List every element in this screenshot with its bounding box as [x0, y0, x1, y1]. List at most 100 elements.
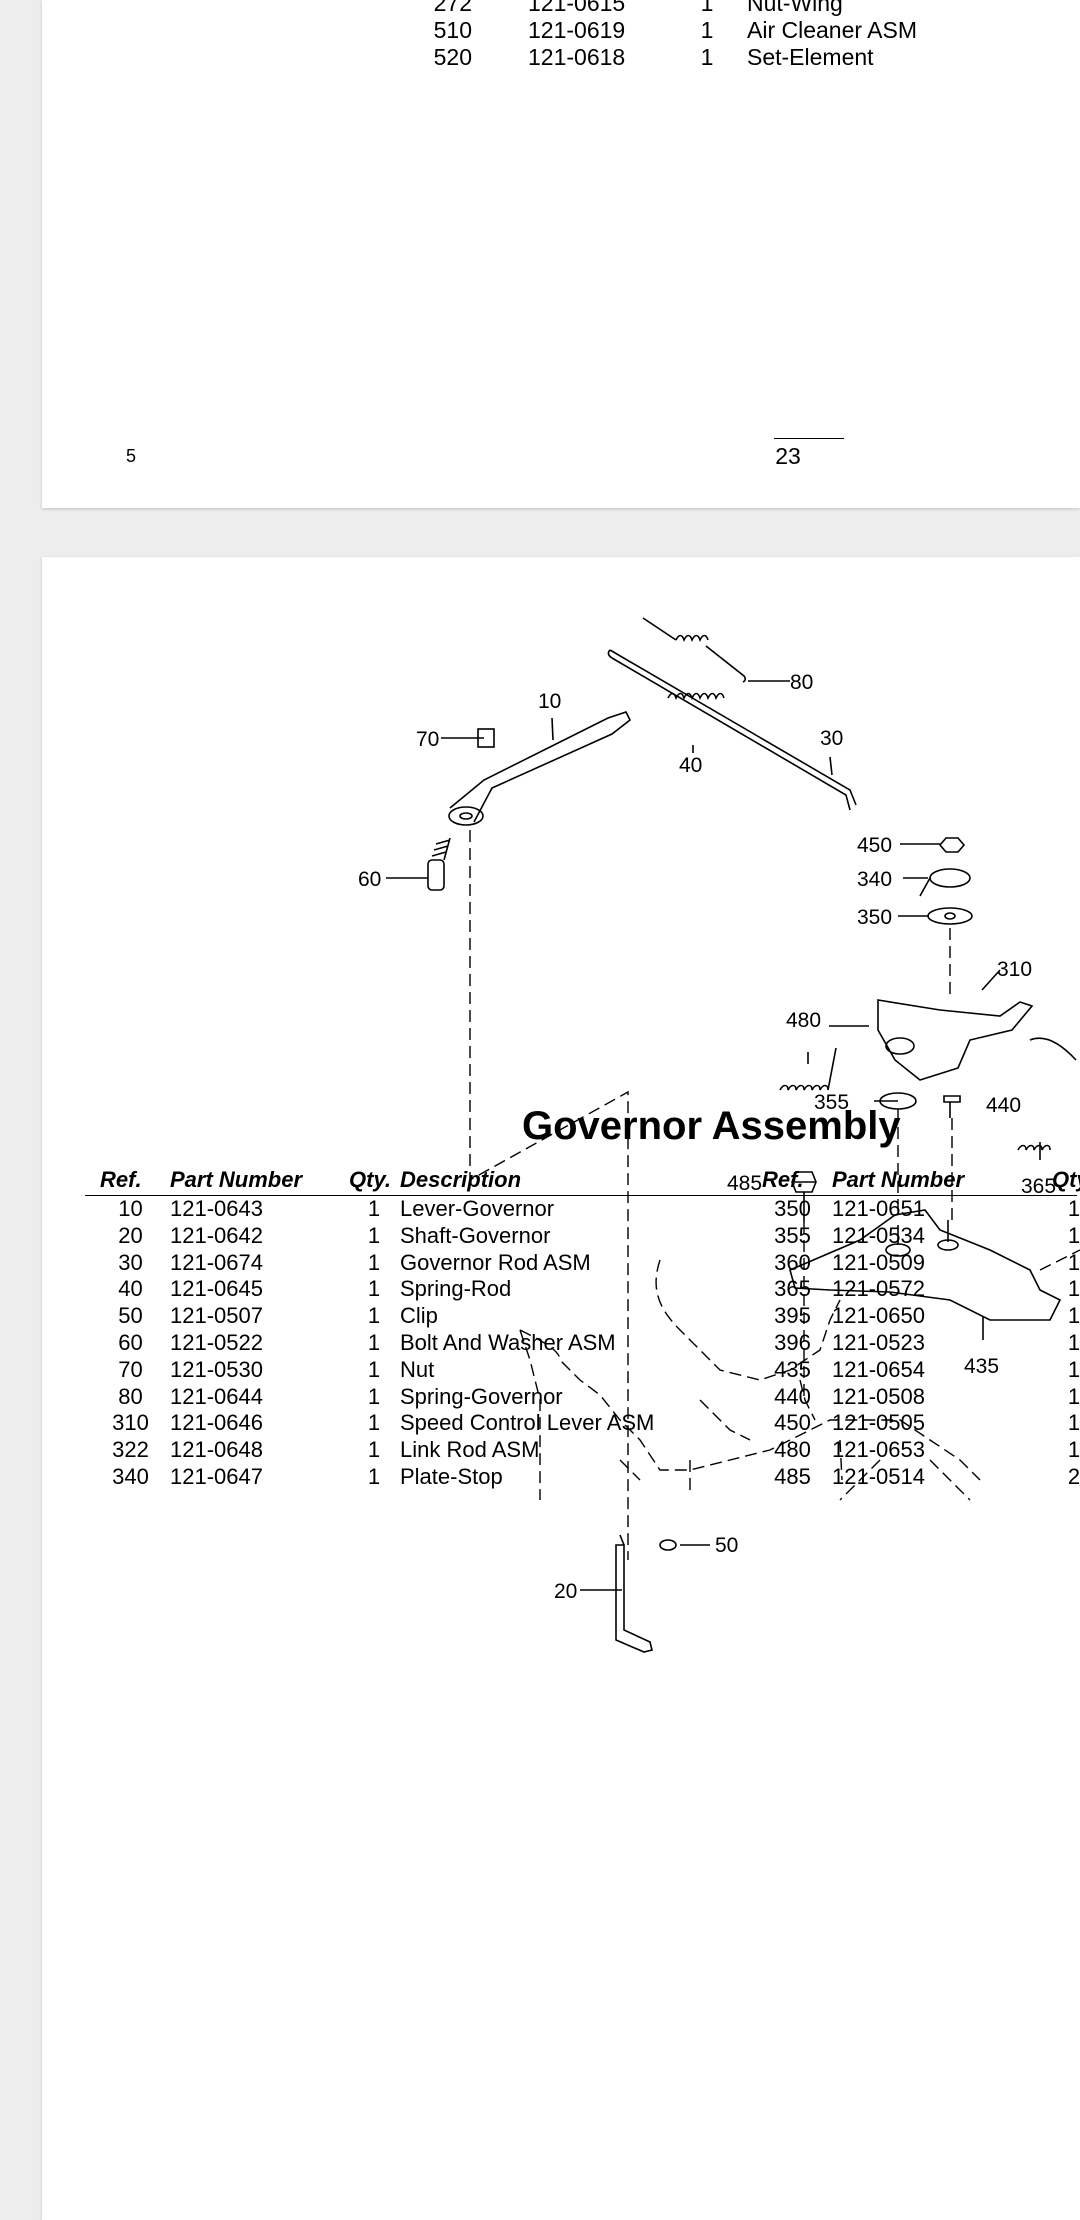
part-number-cell: 121-0618: [528, 44, 626, 70]
qty-cell: 1: [1067, 1410, 1080, 1436]
callout-485: 485: [727, 1172, 762, 1195]
ref-cell: 396: [774, 1329, 811, 1355]
spring-governor-part: [642, 617, 747, 683]
ref-cell: 310: [112, 1410, 149, 1436]
part-number-cell: 121-0505: [832, 1410, 925, 1436]
ref-cell: 322: [112, 1437, 149, 1463]
part-number-cell: 121-0619: [528, 17, 626, 43]
bracket-435-part: [789, 1209, 1062, 1321]
callout-30: 30: [820, 727, 843, 750]
section-title: Governor Assembly: [522, 1104, 901, 1148]
header-qty: Qty: [1052, 1167, 1080, 1192]
parts-table-right: Ref. Part Number Qty 350121-06511355121-…: [747, 1165, 1080, 1491]
header-qty: Qty.: [349, 1167, 391, 1192]
qty-cell: 1: [700, 0, 714, 16]
ref-cell: 70: [118, 1356, 143, 1382]
qty-cell: 1: [1067, 1196, 1080, 1221]
qty-cell: 1: [1067, 1329, 1080, 1355]
qty-cell: 1: [1067, 1437, 1080, 1463]
qty-cell: 1: [1067, 1356, 1080, 1382]
qty-cell: 1: [367, 1303, 381, 1329]
description-cell: Shaft-Governor: [400, 1222, 551, 1248]
engine-outline: [469, 830, 1080, 1560]
ref-cell: 50: [118, 1303, 143, 1329]
callout-310: 310: [997, 958, 1032, 981]
part-number-cell: 121-0648: [170, 1437, 263, 1463]
governor-assembly-page: 80 10 30 70 40 60 450 340 350 310 480 35…: [42, 557, 1080, 2220]
part-number-cell: 121-0523: [832, 1329, 925, 1355]
stop-plate-stack-part: [919, 837, 973, 925]
description-cell: Nut: [400, 1356, 435, 1382]
description-cell: Air Cleaner ASM: [747, 17, 918, 43]
description-cell: Bolt And Washer ASM: [400, 1329, 616, 1355]
part-number-cell: 121-0508: [832, 1383, 925, 1409]
speed-control-lever-part: [877, 999, 1077, 1081]
bolt-485-part: [791, 1171, 817, 1222]
diagram-parts: [386, 617, 1077, 1653]
qty-cell: 1: [367, 1410, 381, 1436]
diagram-callouts: 80 10 30 70 40 60 450 340 350 310 480 35…: [358, 671, 1056, 1603]
part-number-cell: 121-0651: [832, 1196, 925, 1221]
callout-440: 440: [986, 1094, 1021, 1117]
callout-10: 10: [538, 690, 561, 713]
description-cell: Clip: [400, 1303, 438, 1329]
description-cell: Spring-Governor: [400, 1383, 563, 1409]
part-number-cell: 121-0650: [832, 1303, 925, 1329]
qty-cell: 1: [700, 44, 714, 70]
callout-480: 480: [786, 1009, 821, 1032]
governor-lever-part: [448, 711, 632, 826]
ref-cell: 10: [118, 1196, 143, 1221]
qty-cell: 1: [1067, 1303, 1080, 1329]
screw-440-part: [943, 1095, 961, 1118]
table-header: Ref. Part Number Qty: [747, 1165, 1080, 1196]
part-number-cell: 121-0615: [528, 0, 626, 16]
callout-50: 50: [715, 1534, 738, 1557]
table-row: 310 121-0646 1 Speed Control Lever ASM: [85, 1410, 750, 1437]
page-side-number: 5: [126, 446, 137, 466]
table-row: 396 121-0523 1: [747, 1329, 1080, 1357]
part-number-cell: 121-0645: [170, 1276, 263, 1302]
description-cell: Spring-Rod: [400, 1276, 512, 1302]
qty-cell: 1: [1067, 1249, 1080, 1275]
callout-365: 365: [1021, 1175, 1056, 1198]
part-number-cell: 121-0522: [170, 1329, 263, 1355]
qty-cell: 1: [700, 17, 714, 43]
part-number-cell: 121-0644: [170, 1383, 263, 1409]
qty-cell: 1: [367, 1222, 381, 1248]
previous-page: 272 121-0615 1 Nut-Wing 510 121-0619 1 A…: [42, 0, 1080, 508]
callout-350: 350: [857, 906, 892, 929]
part-number-cell: 121-0507: [170, 1303, 263, 1329]
ref-cell: 20: [118, 1222, 143, 1248]
bolt-part: [427, 837, 451, 891]
part-number-cell: 121-0642: [170, 1222, 263, 1248]
header-part-number: Part Number: [832, 1167, 965, 1192]
exploded-parts-diagram: 80 10 30 70 40 60 450 340 350 310 480 35…: [358, 617, 1080, 1653]
ref-cell: 480: [774, 1437, 811, 1463]
part-number-cell: 121-0514: [832, 1463, 925, 1489]
ref-cell: 510: [433, 17, 472, 43]
ref-cell: 365: [774, 1276, 811, 1302]
part-number-cell: 121-0534: [832, 1222, 925, 1248]
ref-cell: 60: [118, 1329, 143, 1355]
spring-rod-part: [667, 692, 725, 701]
part-number-cell: 121-0646: [170, 1410, 263, 1436]
description-cell: Nut-Wing: [747, 0, 843, 16]
ref-cell: 520: [433, 44, 472, 70]
part-number-cell: 121-0674: [170, 1249, 263, 1275]
description-cell: Speed Control Lever ASM: [400, 1410, 655, 1436]
callout-60: 60: [358, 868, 381, 891]
part-number-cell: 121-0530: [170, 1356, 263, 1382]
